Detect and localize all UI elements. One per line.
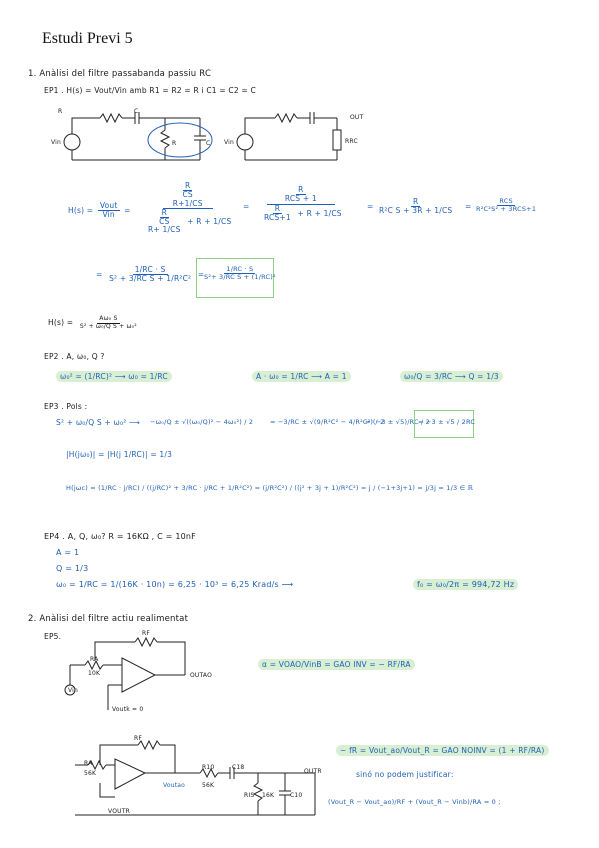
circuit1-vin: Vin [51,139,62,146]
ep3-hjw0: |H(jω₀)| = |H(j 1/RC)| = 1/3 [66,450,173,459]
circuit1-vin2: Vin [224,139,235,146]
c1-rf: RF [142,630,151,637]
equals-1: = [243,202,250,211]
c2-r2: RIS [244,792,255,799]
equals-2: = [367,202,374,211]
c2-vout-ao: Voutao [163,782,186,789]
circuit1-r: R [58,108,63,115]
ep4-a: A = 1 [56,548,80,557]
ep4-w0: ω₀ = 1/RC = 1/(16K · 10n) = 6,25 · 10³ =… [56,580,294,589]
result-box-poles [414,410,474,438]
equals-3: = [465,202,472,211]
c1-vout: Voutk = 0 [112,706,144,713]
alpha-eq: α = VOAO/VinB = GAO INV = − RF/RA [258,659,415,670]
page-title: Estudi Previ 5 [42,30,133,47]
ep2-label: EP2 . A, ω₀, Q ? [44,352,105,361]
ep3-root3: = (−3 ± √5)/RC / 2 [365,418,431,426]
noninverting-filter-circuit [75,739,316,816]
ep2-a: A · ω₀ = 1/RC ⟶ A = 1 [252,371,351,382]
ep3-hjwc: H(jωc) = (1/RC · j/RC) / ((j/RC)² + 3/RC… [66,484,474,492]
ep3-label: EP3 . Pols : [44,402,88,411]
c1-ra: RA [90,656,99,663]
c1-ra-val: 10K [88,670,101,677]
ep2-q: ω₀/Q = 3/RC ⟶ Q = 1/3 [400,371,503,382]
c2-c: C18 [232,764,245,771]
ep4-label: EP4 . A, Q, ω₀? R = 16KΩ , C = 10nF [44,532,196,541]
ep4-q: Q = 1/3 [56,564,89,573]
ep2-w0: ω₀² = (1/RC)² ⟶ ω₀ = 1/RC [56,371,172,382]
c2-ra-val: 56K [84,770,97,777]
gain-eq: − fR = Vout_ao/Vout_R = GAO NOINV = (1 +… [336,745,549,756]
ep3-root2: = −3/RC ± √(9/R²C² − 4/R²C²) / 2 [270,418,385,426]
c2-r1-val: 56K [202,782,215,789]
circuit1-rrc: RRC [345,138,358,145]
inverting-amp-circuit [64,636,186,710]
circuit1-out: OUT [350,114,364,121]
ep5-label: EP5. [44,632,62,641]
circuit1-c: C [134,108,139,115]
ep3-eq: S² + ω₀/Q S + ω₀² ⟶ [56,418,140,427]
c2-out: OUTR [304,768,322,775]
ep4-f0: f₀ = ω₀/2π = 994,72 Hz [413,579,519,590]
result-box-hs [196,258,274,298]
section-2-heading: 2. Anàlisi del filtre actiu realimentat [28,614,189,624]
c2-rf: RF [134,735,143,742]
c2-ra: RA [84,760,93,767]
passive-filter-circuit [63,112,342,161]
c1-vin: Vin [68,687,79,694]
note: sinó no podem justificar: [356,770,454,779]
kcl-eq: (Vout_R − Vout_ao)/RF + (Vout_R − Vinb)/… [328,798,501,806]
c2-c2: C10 [290,792,303,799]
ep3-root1: −ω₀/Q ± √((ω₀/Q)² − 4ω₀²) / 2 [150,418,254,426]
c1-out: OUTAO [190,672,213,679]
ep1-label: EP1 . H(s) = Vout/Vin amb R1 = R2 = R i … [44,86,256,95]
c2-r2-val: 16K [262,792,275,799]
ep3-root4: = −3 ± √5 / 2RC [418,418,476,426]
c2-vout: VOUTR [108,808,130,815]
circuit1-r-inner: R [172,140,177,147]
section-1-heading: 1. Anàlisi del filtre passabanda passiu … [28,69,212,79]
circuit1-c-inner: C [206,140,211,147]
c2-r1: R10 [202,764,215,771]
